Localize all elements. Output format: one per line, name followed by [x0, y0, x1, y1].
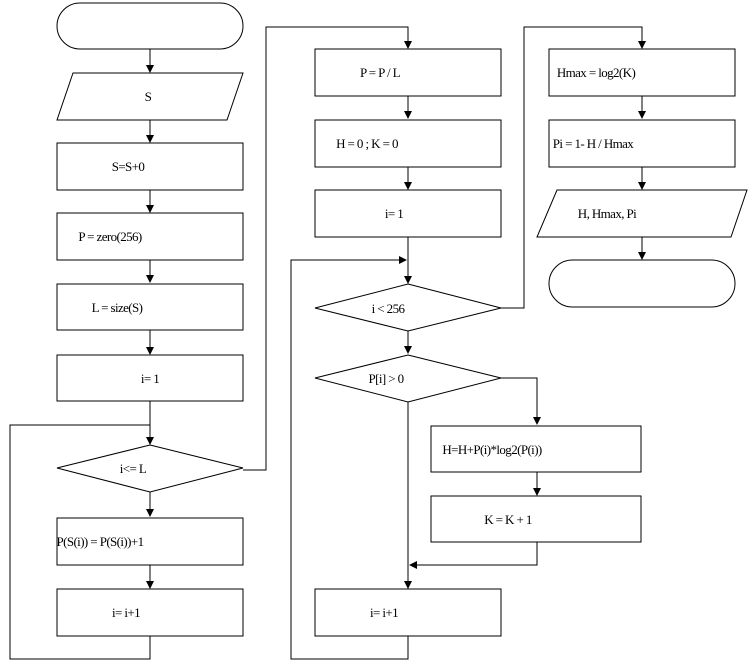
input-s-box [56, 72, 244, 121]
p-zero-box [56, 212, 244, 261]
exit-connector [243, 26, 412, 471]
i-increment-box-2 [314, 588, 502, 637]
true-branch-line [501, 377, 541, 425]
decision-i-le-l-label: i<= L [120, 461, 147, 476]
p-increment-box [56, 517, 244, 566]
exit-connector-2 [501, 26, 646, 309]
p-normalize-label: P = P / L [360, 65, 401, 80]
i-init-box [56, 354, 244, 402]
decision-i-le-l [56, 444, 244, 493]
i-increment-box [56, 588, 244, 637]
p-zero-label: P = zero(256) [78, 229, 142, 244]
hmax-label: Hmax = log2(K) [557, 65, 636, 80]
h-update-box [430, 425, 642, 473]
i-increment-label: i= i+1 [112, 605, 140, 620]
i-init-box-2 [314, 189, 502, 238]
s-update-label: S=S+0 [112, 159, 145, 174]
end-terminal [548, 259, 736, 308]
i-init-label: i= 1 [141, 371, 159, 386]
hmax-box [548, 48, 736, 97]
p-increment-label: P(S(i)) = P(S(i))+1 [56, 534, 143, 549]
output-label: H, Hmax, Pi [578, 206, 637, 221]
loop-back-line-2 [290, 256, 409, 660]
decision-i-lt-256-label: i < 256 [372, 301, 406, 316]
l-size-label: L = size(S) [92, 300, 143, 315]
start-terminal [56, 2, 244, 50]
h-update-label: H=H+P(i)*log2(P(i)) [442, 442, 542, 457]
pi-calc-box [548, 119, 736, 168]
l-size-box [56, 283, 244, 331]
pi-calc-label: Pi = 1- H / Hmax [553, 136, 635, 151]
output-box [536, 189, 748, 238]
decision-p-gt-0 [314, 354, 502, 403]
h-k-init-label: H = 0 ; K = 0 [336, 136, 398, 151]
s-update-box [56, 142, 244, 191]
loop-back-line [9, 424, 151, 660]
p-normalize-box [314, 48, 502, 97]
i-increment-label-2: i= i+1 [370, 605, 398, 620]
decision-p-gt-0-label: P[i] > 0 [368, 371, 403, 386]
i-init-label-2: i= 1 [385, 206, 403, 221]
input-s-label: S [145, 89, 152, 104]
decision-i-lt-256 [314, 283, 502, 332]
h-k-init-box [314, 119, 502, 168]
k-increment-box [430, 495, 642, 543]
k-increment-label: K = K + 1 [484, 512, 532, 527]
merge-line [409, 542, 538, 569]
